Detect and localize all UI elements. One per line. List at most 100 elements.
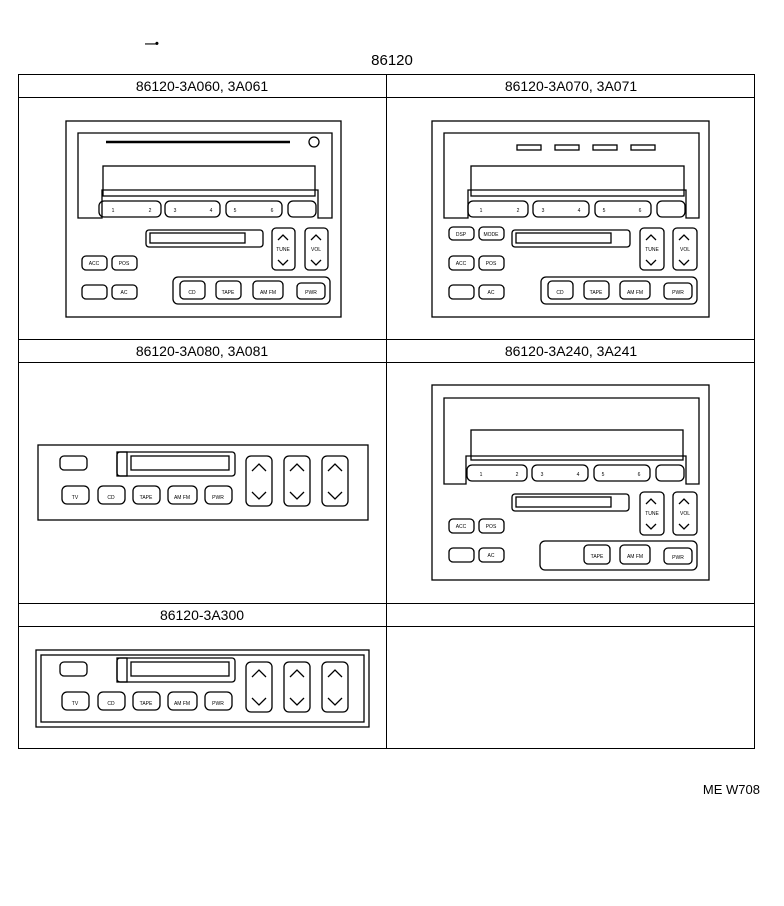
vol-arrows [678, 234, 690, 266]
blank-button [81, 284, 108, 300]
pwr-button [204, 485, 233, 505]
preset-button-1-2 [98, 200, 162, 218]
tape-button [583, 544, 611, 565]
label: AC [121, 290, 128, 296]
tape-flap [116, 451, 128, 477]
vol-arrows [678, 498, 690, 530]
label: AM FM [627, 554, 643, 560]
indicator [630, 144, 656, 151]
tape-button [215, 280, 242, 300]
preset-button-1-2 [467, 200, 529, 218]
cd-button [179, 280, 206, 300]
label: TUNE [276, 247, 290, 253]
tune-arrows [251, 669, 267, 706]
tv-button [61, 691, 90, 711]
display-window [470, 429, 684, 461]
pos-button [478, 255, 505, 271]
source-bar [539, 540, 698, 571]
vol-button [672, 227, 698, 271]
row-divider [18, 97, 755, 98]
vol-arrows [310, 234, 322, 266]
tape-slot [145, 229, 264, 248]
panel-outline [431, 120, 710, 318]
label: ACC [456, 261, 467, 267]
tape-door [149, 232, 246, 244]
label: POS [486, 524, 497, 530]
ac-button [478, 284, 505, 300]
label: AC [488, 290, 495, 296]
tape-slot [511, 493, 630, 512]
label: 3 [542, 208, 545, 214]
label: CD [556, 290, 564, 296]
pwr-button [663, 547, 693, 565]
seek-button [321, 455, 349, 507]
row-divider [18, 603, 755, 604]
label: 2 [516, 472, 519, 478]
preset-button-3-4 [531, 464, 589, 482]
label: 5 [602, 472, 605, 478]
amfm-button [167, 485, 198, 505]
preset-button-1-2 [466, 464, 528, 482]
amfm-button [167, 691, 198, 711]
label: 1 [480, 208, 483, 214]
label: 4 [578, 208, 581, 214]
eject-icon [308, 136, 320, 148]
pwr-button [296, 282, 326, 300]
label: AM FM [260, 290, 276, 296]
label: CD [107, 701, 115, 707]
blank-button [59, 455, 88, 471]
display-window [470, 165, 685, 197]
indicator [592, 144, 618, 151]
label: 4 [210, 208, 213, 214]
label: CD [188, 290, 196, 296]
label: ACC [89, 261, 100, 267]
label: DSP [456, 232, 467, 238]
row-divider [18, 339, 755, 340]
part-group-title: 86120 [371, 52, 413, 69]
label: TV [72, 495, 79, 501]
label: PWR [672, 555, 684, 561]
tape-button [583, 280, 610, 300]
indicator [554, 144, 580, 151]
panel-inner-outline [40, 654, 365, 723]
pos-button [478, 518, 505, 534]
column-divider [386, 74, 387, 749]
blank-button [655, 464, 685, 482]
amfm-button [619, 544, 651, 565]
display-bezel [443, 397, 700, 485]
header-scribble: —• [145, 38, 159, 50]
label: AM FM [174, 701, 190, 707]
tape-door [130, 455, 230, 471]
cell-label-3a070: 86120-3A070, 3A071 [504, 78, 638, 94]
pwr-button [204, 691, 233, 711]
vol-button [283, 455, 311, 507]
row-divider [18, 362, 755, 363]
label: TAPE [140, 701, 153, 707]
tune-button [639, 227, 665, 271]
preset-button-5-6 [593, 464, 651, 482]
indicator [516, 144, 542, 151]
panel-outline [65, 120, 342, 318]
display-bezel [77, 132, 333, 219]
label: 2 [149, 208, 152, 214]
label: CD [107, 495, 115, 501]
label: 1 [112, 208, 115, 214]
label: 6 [638, 472, 641, 478]
vol-button [672, 491, 698, 536]
seek-arrows [327, 669, 343, 706]
amfm-button [619, 280, 651, 300]
dsp-button [448, 226, 475, 241]
display-bezel [443, 132, 700, 219]
label: 3 [541, 472, 544, 478]
preset-button-3-4 [164, 200, 221, 218]
blank-button [287, 200, 317, 218]
label: 5 [234, 208, 237, 214]
cd-button [547, 280, 574, 300]
acc-button [81, 255, 108, 271]
label: ACC [456, 524, 467, 530]
seek-button [321, 661, 349, 713]
